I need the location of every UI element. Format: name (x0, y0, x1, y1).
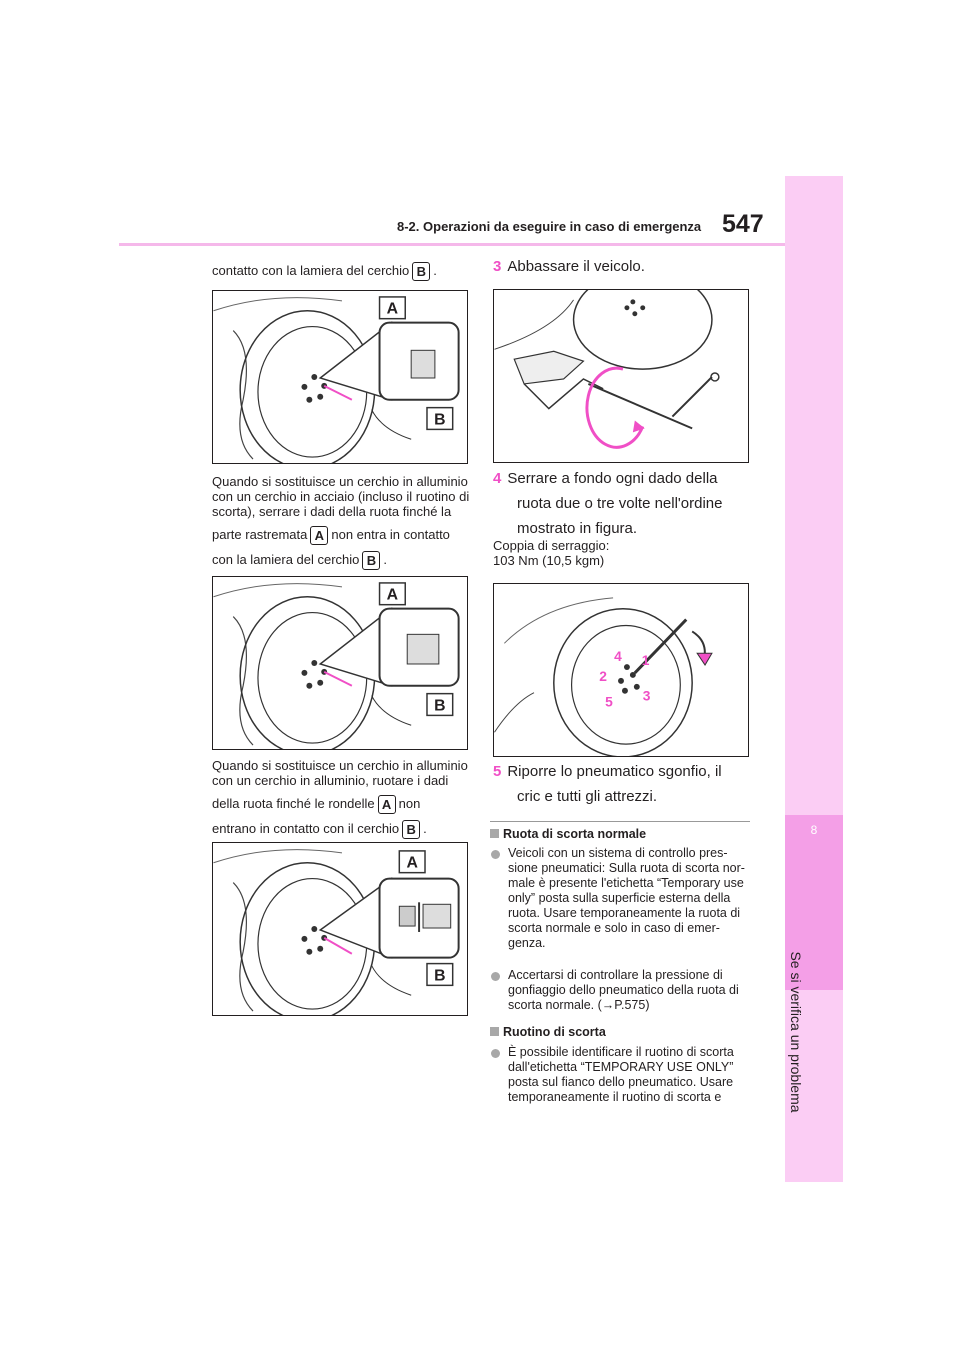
callout-a: A (406, 855, 417, 872)
paragraph-steel-rim: Quando si sostituisce un cerchio in allu… (212, 474, 470, 571)
bullet-temporary-use: È possibile identificare il ruotino di s… (508, 1045, 734, 1104)
nut-order-1: 1 (642, 652, 650, 668)
label-badge-b: B (402, 820, 421, 840)
bullet-tpms-label: Veicoli con un sistema di controllo pres… (508, 846, 745, 950)
nut-order-2: 2 (599, 668, 607, 684)
label-badge-b: B (412, 262, 431, 282)
bullet-dot-icon (491, 1049, 500, 1058)
section-heading-compact-spare: Ruotino di scorta (490, 1025, 606, 1039)
chapter-number: 8 (810, 823, 818, 837)
section-divider (490, 821, 750, 822)
chapter-side-tab (785, 176, 843, 1182)
bullet-dot-icon (491, 972, 500, 981)
bullet-dot-icon (491, 850, 500, 859)
section-heading-normal-spare: Ruota di scorta normale (490, 827, 646, 841)
label-badge-a: A (377, 795, 396, 815)
jack-illustration (494, 290, 720, 449)
wheel-illustration: A B (213, 849, 460, 1015)
nut-order-4: 4 (614, 648, 622, 664)
label-badge-a: A (310, 526, 329, 546)
callout-a: A (387, 587, 398, 604)
figure-lower-vehicle (493, 289, 749, 463)
bullet-pressure-check: Accertarsi di controllare la pressione d… (508, 968, 739, 1012)
chapter-side-tab-active (785, 815, 843, 990)
figure-alloy-rim-nut: A B (212, 576, 468, 750)
figure-washer-nut: A B (212, 842, 468, 1016)
callout-b: B (434, 697, 445, 714)
square-bullet-icon (490, 1027, 499, 1036)
wheel-illustration: A B (213, 296, 460, 463)
callout-b: B (434, 411, 445, 428)
header-rule (119, 243, 785, 246)
nut-order-5: 5 (605, 694, 613, 710)
nut-order-3: 3 (643, 688, 651, 704)
torque-spec: Coppia di serraggio: 103 Nm (10,5 kgm) (493, 538, 610, 568)
callout-a: A (387, 301, 398, 318)
page-number: 547 (722, 210, 764, 238)
wheel-illustration: A B (213, 582, 460, 749)
figure-tightening-order: 1 2 3 4 5 (493, 583, 749, 757)
section-title: 8-2. Operazioni da eseguire in caso di e… (397, 219, 702, 234)
nut-order-illustration: 1 2 3 4 5 (494, 597, 713, 756)
paragraph-alloy-rim: Quando si sostituisce un cerchio in allu… (212, 758, 468, 840)
callout-b: B (434, 967, 445, 984)
figure-steel-rim-nut: A B (212, 290, 468, 464)
label-badge-b: B (362, 551, 381, 571)
square-bullet-icon (490, 829, 499, 838)
